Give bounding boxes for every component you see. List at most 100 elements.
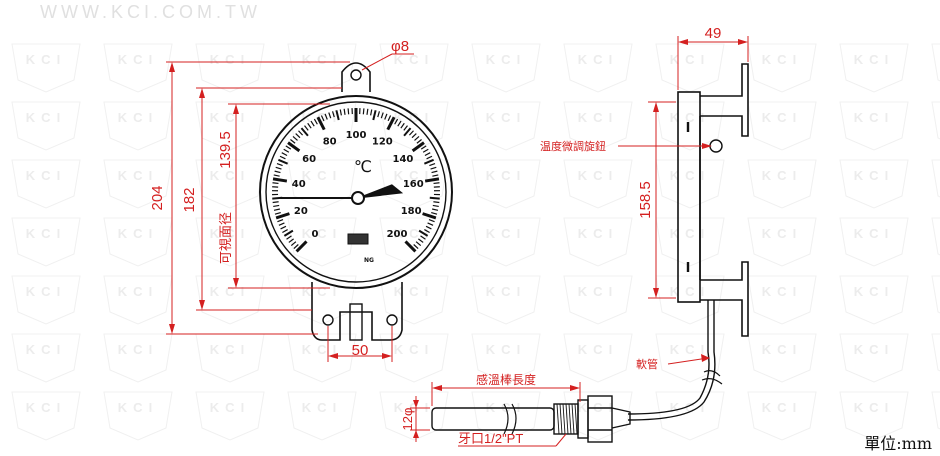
arrow	[432, 385, 442, 391]
thread-line	[562, 403, 566, 435]
watermark-logo: KCI	[762, 226, 802, 241]
scale-label: 40	[292, 179, 306, 190]
watermark-logo: KCI	[302, 226, 342, 241]
scale-tick	[290, 139, 296, 144]
scale-tick	[324, 113, 328, 120]
dim-case-height: 182	[181, 187, 198, 212]
watermark-shield	[931, 159, 940, 198]
sensor-dimension-arrows	[413, 385, 580, 438]
scale-tick	[377, 111, 381, 118]
watermark-shield	[103, 217, 173, 267]
side-bracket-bottom	[700, 261, 749, 337]
watermark-logo: KCI	[578, 342, 618, 357]
watermark-logo: KCI	[118, 342, 158, 357]
units-label: 單位:mm	[864, 434, 932, 453]
watermark-logo: KCI	[762, 52, 802, 67]
scale-tick	[295, 240, 308, 253]
top-mount-ear	[341, 62, 371, 92]
scale-tick	[431, 208, 439, 211]
watermark-shield	[931, 391, 940, 430]
watermark-shield	[563, 333, 633, 383]
arrow	[413, 400, 419, 408]
scale-tick	[300, 127, 309, 137]
scale-tick	[397, 120, 402, 127]
watermark-shield	[747, 43, 817, 93]
scale-tick	[431, 170, 438, 174]
scale-tick	[298, 130, 304, 136]
watermark-shield	[931, 275, 940, 314]
thread-line	[571, 403, 575, 435]
arrow	[653, 102, 659, 112]
watermark-logo: KCI	[118, 168, 158, 183]
scale-tick	[362, 108, 365, 115]
scale-tick	[432, 204, 439, 208]
arrow	[233, 104, 239, 114]
needle-tail	[357, 184, 404, 199]
scale-tick	[283, 148, 290, 153]
thread-leader-tip	[555, 433, 567, 447]
gauge-scale-ticks	[272, 108, 440, 253]
scale-label: 120	[372, 136, 393, 147]
watermark-shield	[103, 159, 173, 209]
watermark-shield	[839, 43, 909, 93]
arrow	[702, 143, 712, 149]
arrow	[413, 430, 419, 438]
watermark-logo: KCI	[854, 226, 894, 241]
watermark-logo: KCI	[762, 342, 802, 357]
scale-tick	[287, 141, 301, 153]
watermark-logo: KCI	[26, 400, 66, 415]
scale-tick	[293, 244, 299, 249]
watermark-shield	[379, 217, 449, 267]
scale-tick	[430, 166, 437, 170]
dim-bracket-height: 158.5	[637, 181, 654, 219]
arrow	[169, 324, 175, 334]
watermark-shield	[471, 159, 541, 209]
capillary-stem	[349, 303, 363, 341]
watermark-shield	[11, 159, 81, 209]
scale-label: 140	[392, 154, 413, 165]
front-dimension-arrows	[169, 62, 392, 359]
dim-overall-height: 204	[149, 185, 166, 210]
thread-line	[574, 403, 578, 435]
watermark-shield	[931, 333, 940, 372]
scale-tick	[404, 240, 417, 253]
watermark-logo: KCI	[578, 284, 618, 299]
watermark-shield	[471, 217, 541, 267]
watermark-logo: KCI	[26, 284, 66, 299]
watermark-logo: KCI	[486, 284, 526, 299]
watermark-shield	[11, 333, 81, 383]
dim-visible-dia-value: 139.5	[217, 131, 234, 169]
gauge-needle	[280, 184, 404, 199]
watermark-logo: KCI	[394, 168, 434, 183]
watermark-shield	[563, 101, 633, 151]
scale-tick	[426, 155, 433, 160]
watermark-logo: KCI	[394, 284, 434, 299]
watermark-shield	[747, 101, 817, 151]
watermark-shield	[655, 391, 725, 441]
scale-tick	[278, 222, 285, 226]
watermark-shield	[195, 43, 265, 93]
scale-tick	[422, 148, 429, 153]
watermark-logo: KCI	[854, 400, 894, 415]
label-adjust-knob: 温度微調旋鈕	[540, 139, 606, 153]
arrow	[738, 39, 748, 45]
scale-tick	[415, 241, 422, 247]
watermark-logo: KCI	[210, 110, 250, 125]
scale-tick	[273, 204, 280, 208]
watermark-shield	[747, 217, 817, 267]
watermark-shield	[287, 159, 357, 209]
scale-tick	[279, 155, 286, 160]
scale-tick	[372, 110, 377, 121]
watermark-shield	[839, 275, 909, 325]
scale-tick	[292, 135, 298, 141]
watermark-shield	[103, 275, 173, 325]
watermark-shield	[195, 217, 265, 267]
watermark-shield	[471, 275, 541, 325]
watermark-shield	[195, 391, 265, 441]
watermark-shield	[287, 391, 357, 441]
needle-hub	[351, 191, 365, 205]
scale-tick	[433, 201, 440, 204]
dim-hole-dia: φ8	[391, 38, 409, 55]
watermark-shield	[11, 217, 81, 267]
